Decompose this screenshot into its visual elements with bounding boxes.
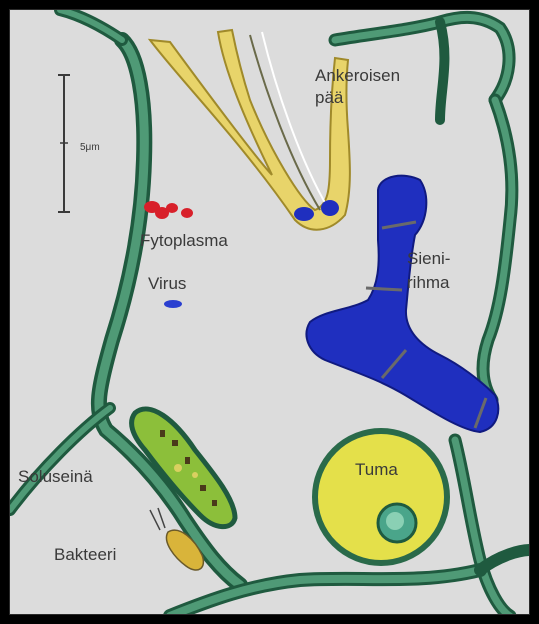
label-soluseina: Soluseinä — [18, 467, 93, 486]
label-ankeroisen: Ankeroisen — [315, 66, 400, 85]
nematode-head — [150, 30, 350, 230]
nucleus — [315, 431, 447, 563]
label-virus: Virus — [148, 274, 186, 293]
cell-wall-top-right — [335, 17, 509, 100]
scale-bar: 5μm — [58, 75, 100, 212]
nucleus-body — [315, 431, 447, 563]
nematode-tip-right — [321, 200, 339, 216]
virus-particle — [164, 300, 182, 308]
label-sieni: Sieni- — [407, 249, 450, 268]
drawing-canvas: 5μm Ankeroisen pää Fytoplasma Virus Sien… — [9, 9, 530, 615]
label-fytoplasma: Fytoplasma — [140, 231, 228, 250]
hypha-septum-2 — [366, 288, 402, 290]
nematode-body-outline — [150, 30, 350, 230]
label-tuma: Tuma — [355, 460, 398, 479]
scale-bar-label: 5μm — [80, 142, 100, 153]
label-rihma: rihma — [407, 273, 450, 292]
label-paa: pää — [315, 88, 344, 107]
phytoplasma — [144, 201, 193, 219]
nematode-tip-left — [294, 207, 314, 221]
plant-cell-diagram: 5μm Ankeroisen pää Fytoplasma Virus Sien… — [10, 10, 530, 615]
label-bakteeri: Bakteeri — [54, 545, 116, 564]
